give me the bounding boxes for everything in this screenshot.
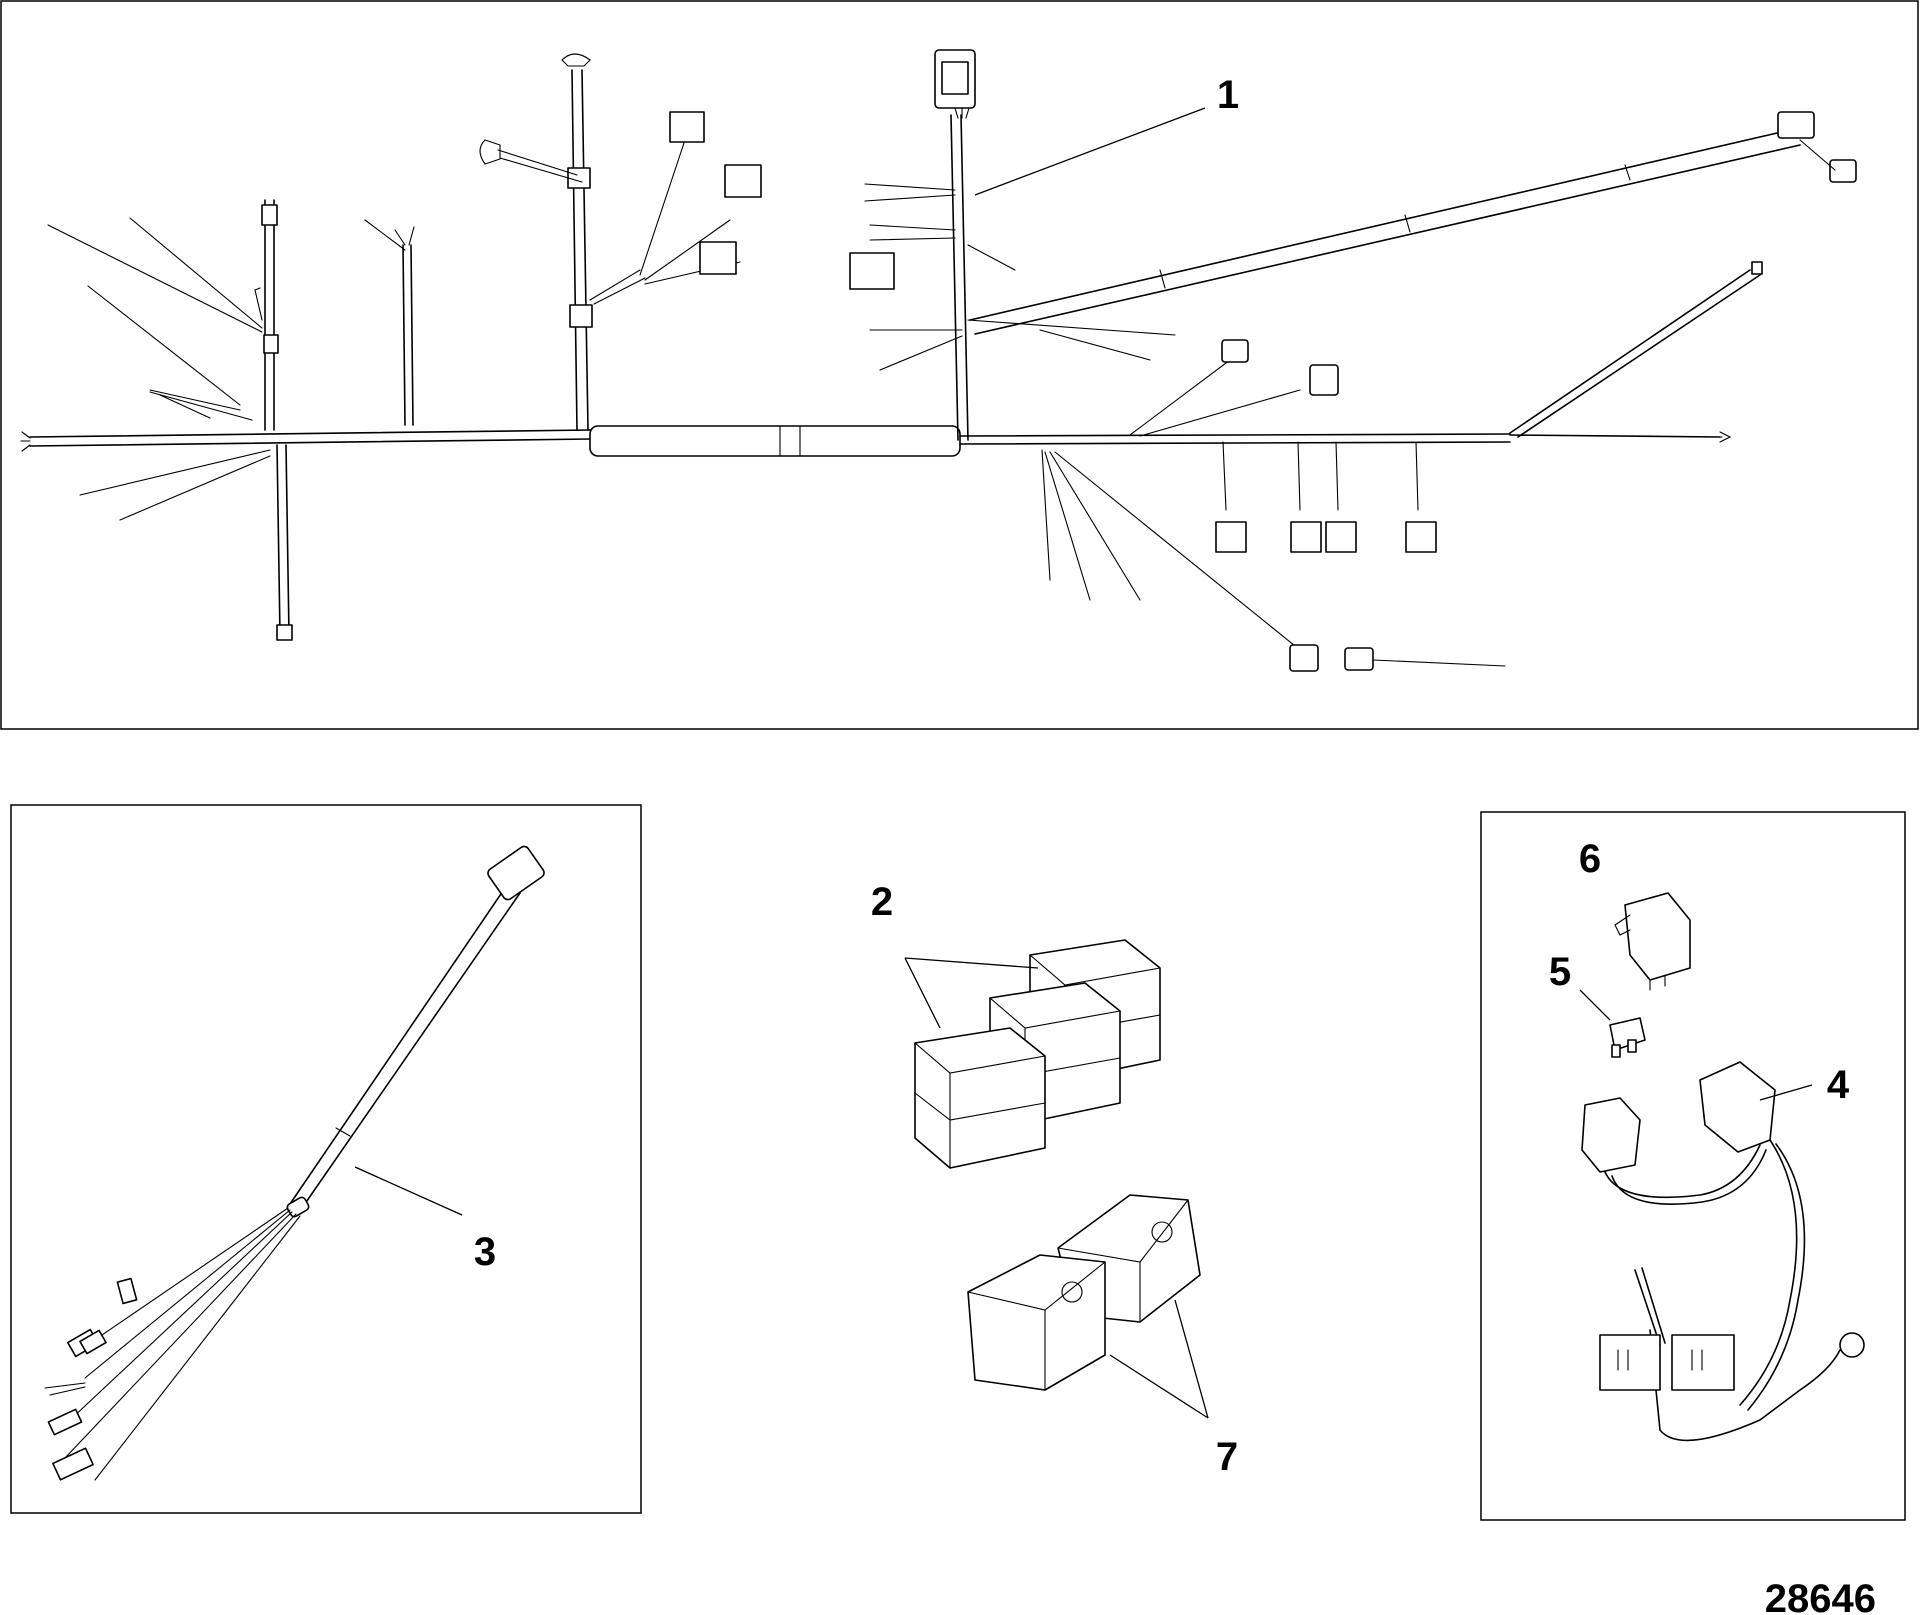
callout-2: 2 (871, 880, 893, 924)
callout-4: 4 (1827, 1063, 1850, 1107)
callout-1: 1 (1217, 73, 1239, 117)
relays-item-7 (967, 1194, 1201, 1391)
relays-group: 2 7 (871, 880, 1238, 1479)
fuse-holder-item-6 (1614, 892, 1691, 991)
callout-6: 6 (1579, 837, 1601, 881)
panel-jumper-harness: 6 5 4 (1480, 811, 1906, 1521)
main-harness (20, 49, 1857, 672)
fuse-item-5 (1609, 1017, 1646, 1058)
callout-5: 5 (1549, 950, 1571, 994)
figure-number: 28646 (1765, 1577, 1876, 1615)
panel-main-harness: 1 (0, 0, 1919, 730)
callout-3: 3 (474, 1230, 496, 1274)
sub-harness (44, 845, 545, 1481)
jumper-harness-item-4 (1581, 1061, 1865, 1442)
drop-connectors (1215, 441, 1437, 553)
callout-7: 7 (1216, 1435, 1238, 1479)
relay-large-front (914, 1027, 1046, 1169)
relays-item-2 (914, 939, 1161, 1169)
relay-small-front (967, 1254, 1106, 1391)
panel-sub-harness: 3 (10, 804, 642, 1514)
